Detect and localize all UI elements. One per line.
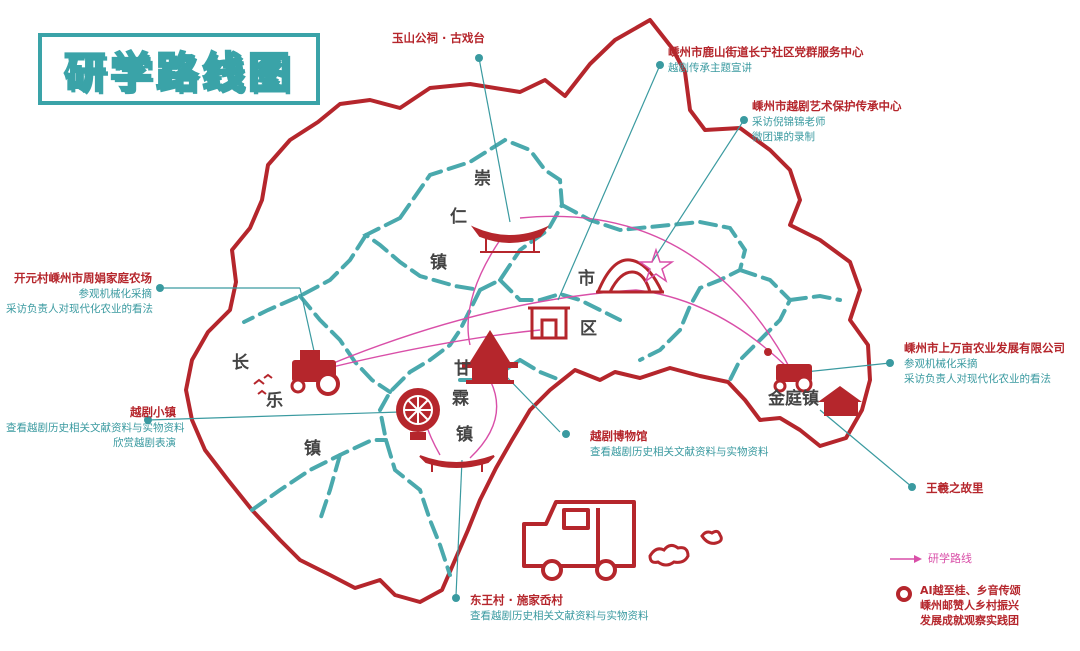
waterwheel-icon <box>396 388 440 440</box>
town-label-ganlin-1: 甘 <box>454 358 471 379</box>
pavilion-icon-south <box>419 455 495 472</box>
town-label-chongren-1: 崇 <box>474 169 491 189</box>
callout-xiaozhen-name: 越剧小镇 <box>130 405 176 419</box>
callout-dongwang-desc: 查看越剧历史相关文献资料与实物资料 <box>470 609 649 622</box>
callout-museum-desc: 查看越剧历史相关文献资料与实物资料 <box>590 445 769 458</box>
leader-dots <box>144 54 916 602</box>
callout-shangfang-desc2: 采访负责人对现代化农业的看法 <box>904 372 1051 385</box>
town-label-ganlin-3: 镇 <box>456 424 473 445</box>
callout-dongwang-name: 东王村 · 施家岙村 <box>470 593 563 607</box>
legend-team-badge-icon <box>896 586 912 602</box>
callout-xiaozhen-desc2: 欣赏越剧表演 <box>113 436 176 449</box>
clouds-decoration <box>648 529 723 567</box>
town-label-shiqu-2: 区 <box>580 319 597 339</box>
temple-icon <box>818 386 862 416</box>
birds-icon <box>253 373 273 395</box>
callout-luzhen: 嵊州市鹿山街道长宁社区党群服务中心 越剧传承主题宣讲 <box>668 44 864 76</box>
callout-shangfang-desc1: 参观机械化采摘 <box>904 357 978 370</box>
pavilion-icon <box>470 225 550 253</box>
legend-team-line2: 嵊州邮赞人乡村振兴 <box>920 599 1019 612</box>
town-label-chongren-3: 镇 <box>430 252 447 273</box>
callout-shangfang-name: 嵊州市上万亩农业发展有限公司 <box>904 341 1065 355</box>
legend-team-line1: AI越至桂、乡音传颂 <box>920 584 1021 597</box>
tractor-icon-east <box>764 348 813 393</box>
town-label-chongren-2: 仁 <box>450 206 467 227</box>
town-label-changle-1: 长 <box>232 352 250 373</box>
callout-yueju-center-desc2: 微团课的录制 <box>752 130 815 143</box>
callout-yueju-center-name: 嵊州市越剧艺术保护传承中心 <box>752 99 902 113</box>
district-boundaries <box>242 137 842 577</box>
arch-building-icon <box>596 258 664 294</box>
town-labels: 崇 仁 镇 长 乐 镇 甘 霖 镇 市 区 金庭镇 <box>232 169 819 459</box>
legend-route-label: 研学路线 <box>928 552 972 565</box>
callout-shangfang: 嵊州市上万亩农业发展有限公司 参观机械化采摘 采访负责人对现代化农业的看法 <box>904 340 1065 387</box>
callout-xiaozhen: 越剧小镇 查看越剧历史相关文献资料与实物资料 欣赏越剧表演 <box>6 404 185 451</box>
food-truck-icon <box>522 500 636 581</box>
callout-wangxizhi-name: 王羲之故里 <box>926 481 984 495</box>
callout-yueju-center: 嵊州市越剧艺术保护传承中心 采访倪锦锦老师 微团课的录制 <box>752 98 902 145</box>
callout-luzhen-name: 嵊州市鹿山街道长宁社区党群服务中心 <box>668 45 864 59</box>
callout-museum: 越剧博物馆 查看越剧历史相关文献资料与实物资料 <box>590 428 769 460</box>
pagoda-icon <box>462 330 518 384</box>
title-box: 研学路线图 <box>38 33 320 105</box>
town-label-jinting: 金庭镇 <box>767 388 819 409</box>
page-title: 研学路线图 <box>63 47 294 98</box>
town-label-changle-3: 镇 <box>304 438 321 459</box>
shop-icon <box>528 306 570 340</box>
county-boundary <box>184 18 872 604</box>
callout-museum-name: 越剧博物馆 <box>590 429 648 443</box>
callout-dongwang: 东王村 · 施家岙村 查看越剧历史相关文献资料与实物资料 <box>470 592 649 624</box>
callout-kaiyuan-name: 开元村嵊州市周娟家庭农场 <box>14 271 152 285</box>
callout-kaiyuan: 开元村嵊州市周娟家庭农场 参观机械化采摘 采访负责人对现代化农业的看法 <box>6 270 153 317</box>
callout-luzhen-desc: 越剧传承主题宣讲 <box>668 61 752 74</box>
star-icon <box>637 247 675 283</box>
callout-wangxizhi: 王羲之故里 <box>926 480 984 497</box>
callout-xiaozhen-desc1: 查看越剧历史相关文献资料与实物资料 <box>6 421 185 434</box>
town-label-ganlin-2: 霖 <box>452 389 469 409</box>
legend-team-line3: 发展成就观察实践团 <box>920 614 1019 627</box>
legend-route-arrow-icon <box>890 555 922 563</box>
callout-yushan-name: 玉山公祠 · 古戏台 <box>392 31 485 45</box>
callout-yueju-center-desc1: 采访倪锦锦老师 <box>752 115 826 128</box>
callout-kaiyuan-desc1: 参观机械化采摘 <box>78 287 153 300</box>
callout-yushan: 玉山公祠 · 古戏台 <box>392 30 485 47</box>
callout-kaiyuan-desc2: 采访负责人对现代化农业的看法 <box>6 302 153 315</box>
tractor-icon <box>290 350 340 396</box>
town-label-shiqu-1: 市 <box>578 268 595 289</box>
town-label-changle-2: 乐 <box>266 391 283 411</box>
